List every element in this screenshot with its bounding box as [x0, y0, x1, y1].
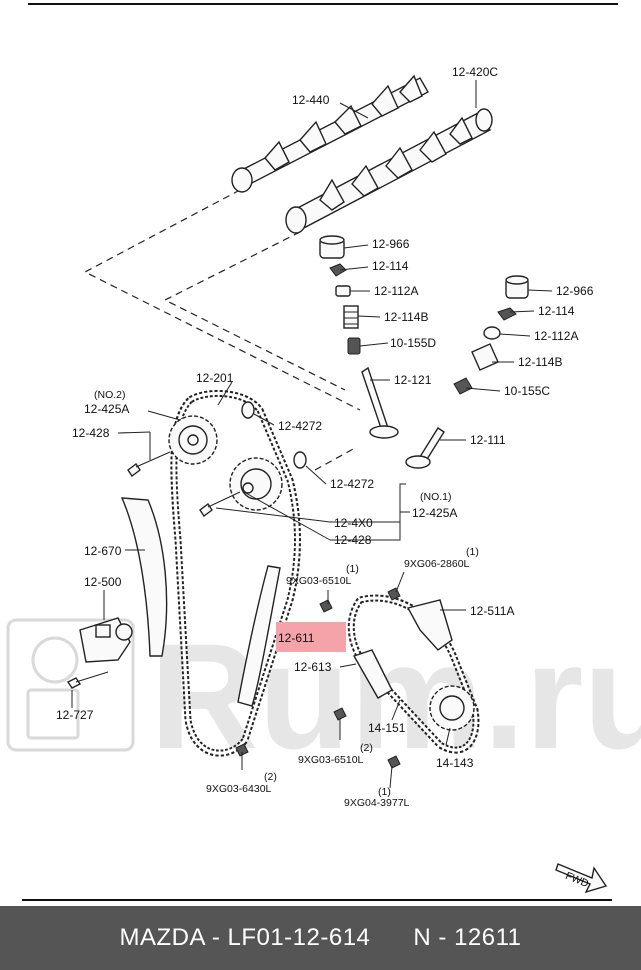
parts-diagram: Rum.ru — [6, 3, 641, 901]
label-bolt-4272-mid: 12-4272 — [330, 477, 374, 491]
label-no1: (NO.1) — [420, 491, 452, 503]
label-chain-oil: 14-151 — [368, 721, 406, 735]
tensioner-arm-12-611 — [237, 565, 281, 707]
part-labels: 12-440 12-420C 12-966 12-114 12-112A 12-… — [56, 65, 594, 809]
label-bolt-2860: 9XG06-2860L — [404, 558, 470, 570]
label-qty-2860: (1) — [466, 546, 479, 558]
label-sprocket-oil: 14-143 — [436, 756, 474, 770]
label-bolt-428-left: 12-428 — [72, 426, 110, 440]
label-bolt-4x0: 12-4X0 — [334, 516, 373, 530]
bolt-12-428-right — [199, 491, 241, 518]
label-shim-2: 12-114 — [538, 304, 575, 318]
label-qty-6510-top: (1) — [346, 563, 359, 575]
assembly-dashed-lines — [83, 189, 361, 471]
chain-guide-12-670 — [120, 497, 168, 657]
label-bolt-6510-top: 9XG03-6510L — [286, 575, 352, 587]
footer-part-number: MAZDA - LF01-12-614 N - 12611 — [119, 924, 522, 951]
label-tensioner-arm: 12-613 — [294, 660, 332, 674]
label-shim-1: 12-114 — [372, 259, 409, 273]
tensioner-12-500 — [66, 617, 133, 689]
timing-chain-12-201 — [170, 389, 301, 757]
label-tensioner: 12-500 — [84, 575, 122, 589]
guide-12-511A — [406, 599, 453, 651]
camshaft-12-440 — [231, 74, 429, 193]
highlight-box — [276, 622, 346, 652]
label-retainer-2: 12-112A — [534, 329, 578, 343]
label-spring-1: 12-114B — [384, 310, 428, 324]
label-guide-left: 12-670 — [84, 544, 122, 558]
valve-train-intake — [405, 275, 529, 469]
bolt-12-428-left — [127, 451, 171, 478]
valve-train-exhaust — [319, 235, 399, 439]
sprocket-no1 — [229, 457, 283, 511]
label-qty-3977: (1) — [378, 786, 391, 798]
label-guide-upper: 12-511A — [470, 604, 514, 618]
label-qty-6430: (2) — [264, 771, 277, 783]
label-no2: (NO.2) — [94, 389, 126, 401]
washer-4272-mid — [293, 451, 307, 469]
label-valve-intake: 12-111 — [470, 433, 506, 447]
label-seal-2: 10-155C — [504, 384, 550, 398]
label-qty-6510-bottom: (2) — [360, 742, 373, 754]
label-chain: 12-201 — [196, 371, 234, 385]
label-retainer-1: 12-112A — [374, 284, 418, 298]
label-tappet-1: 12-966 — [372, 237, 410, 251]
label-bolt-4272-top: 12-4272 — [278, 419, 322, 433]
label-bolt-727: 12-727 — [56, 708, 94, 722]
camshaft-12-420C — [285, 108, 493, 234]
fwd-arrow-icon: FWD — [555, 863, 608, 894]
label-bolt-6430: 9XG03-6430L — [206, 783, 272, 795]
label-bolt-3977: 9XG04-3977L — [344, 797, 410, 809]
label-spring-2: 12-114B — [518, 355, 562, 369]
footer-bar: MAZDA - LF01-12-614 N - 12611 — [0, 906, 641, 970]
washer-4272-top — [241, 401, 255, 419]
sprocket-oil-pump — [429, 685, 475, 731]
label-highlight-part: 12-611 — [278, 631, 315, 645]
bolt-small-set — [235, 587, 401, 769]
leader-lines — [71, 80, 553, 789]
label-bolt-6510-bottom: 9XG03-6510L — [298, 754, 364, 766]
label-seal-1: 10-155D — [390, 336, 436, 350]
label-tappet-2: 12-966 — [556, 284, 594, 298]
label-camshaft-exhaust: 12-440 — [292, 93, 330, 107]
label-sprocket-no1: 12-425A — [412, 506, 457, 520]
tensioner-12-613 — [352, 649, 393, 699]
label-sprocket-no2: 12-425A — [84, 402, 129, 416]
label-camshaft-intake: 12-420C — [452, 65, 498, 79]
label-bolt-428-right: 12-428 — [334, 533, 372, 547]
sprocket-no2 — [168, 415, 218, 465]
svg-text:FWD: FWD — [564, 870, 591, 890]
label-valve-exhaust: 12-121 — [394, 373, 432, 387]
